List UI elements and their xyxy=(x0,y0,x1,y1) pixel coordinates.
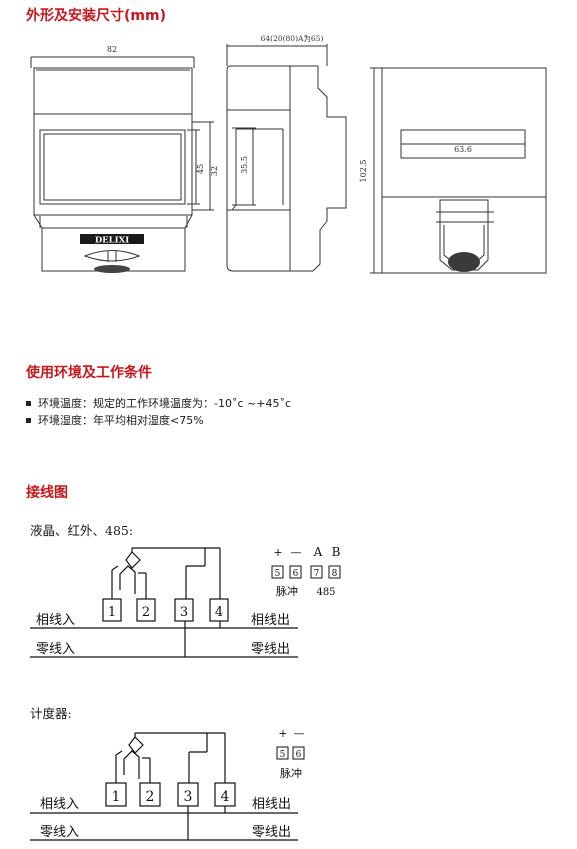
temperature-item: 环境温度：规定的工作环境温度为：-10˚c ~+45˚c xyxy=(26,395,291,412)
front-width-dimension: 82 xyxy=(107,45,117,54)
comm-a-label: A xyxy=(313,545,323,559)
terminal-labels-2: 1 2 3 4 xyxy=(112,789,230,805)
inner-height-dimension: 32 xyxy=(210,166,219,176)
neutral-in-label-1: 零线入 xyxy=(36,642,75,657)
terminal-4: 4 xyxy=(215,605,223,620)
terminal-3: 3 xyxy=(180,605,188,620)
diagram1-title: 液晶、红外、485: xyxy=(30,523,134,538)
comm-485-label: 485 xyxy=(316,587,335,598)
comm-b-label: B xyxy=(332,545,341,559)
wiring-diagram-2 xyxy=(30,732,298,841)
pulse-terminal-6: 6 xyxy=(293,569,299,579)
rear-width-dimension: 63.6 xyxy=(454,145,472,154)
diagram2-title: 计度器: xyxy=(30,706,72,721)
terminal-2: 2 xyxy=(142,605,150,620)
side-width-dimension: 64(20(80)A为65) xyxy=(261,33,324,43)
wiring-diagram-1 xyxy=(30,547,298,658)
pulse-minus-1: — xyxy=(291,546,302,559)
terminal-1: 1 xyxy=(112,789,121,805)
dimensions-heading: 外形及安装尺寸(mm) xyxy=(26,8,166,24)
rail-height-dimension: 35.5 xyxy=(240,156,249,174)
pulse-label-1: 脉冲 xyxy=(276,584,298,598)
side-view-drawing: 64(20(80)A为65) xyxy=(226,33,347,272)
comm-terminal-7: 7 xyxy=(314,569,320,579)
phase-out-label-2: 相线出 xyxy=(252,797,291,812)
wiring-heading: 接线图 xyxy=(26,485,68,501)
pulse-terminal-5: 5 xyxy=(280,750,286,760)
humidity-item: 环境湿度：年平均相对湿度<75% xyxy=(26,412,291,429)
phase-out-label-1: 相线出 xyxy=(251,613,290,628)
terminal-1: 1 xyxy=(108,605,116,620)
terminal-4: 4 xyxy=(221,789,230,805)
terminal-3: 3 xyxy=(184,789,193,805)
pulse-plus-2: + xyxy=(278,727,287,740)
neutral-out-label-2: 零线出 xyxy=(252,825,291,840)
window-height-dimension: 45 xyxy=(196,164,205,174)
neutral-out-label-1: 零线出 xyxy=(251,642,290,657)
pulse-terminal-5: 5 xyxy=(275,569,281,579)
pulse-plus-1: + xyxy=(273,546,282,559)
rear-view-drawing xyxy=(370,67,547,274)
brand-logo: DELIXI xyxy=(95,236,129,246)
front-view-drawing: 82 DELIXI xyxy=(30,45,214,273)
pulse-485-block-1: + — A B 5 6 7 8 脉冲 485 xyxy=(271,545,341,598)
terminal-labels-1: 1 2 3 4 xyxy=(108,605,223,620)
comm-terminal-8: 8 xyxy=(332,569,338,579)
rear-height-dimension: 102.5 xyxy=(359,160,368,183)
terminal-2: 2 xyxy=(146,789,155,805)
pulse-label-2: 脉冲 xyxy=(280,766,302,780)
pulse-minus-2: — xyxy=(294,727,305,740)
environment-heading: 使用环境及工作条件 xyxy=(26,365,152,381)
phase-in-label-2: 相线入 xyxy=(40,797,79,812)
environment-list: 环境温度：规定的工作环境温度为：-10˚c ~+45˚c 环境湿度：年平均相对湿… xyxy=(26,395,291,429)
neutral-in-label-2: 零线入 xyxy=(40,825,79,840)
pulse-block-2: + — 5 6 脉冲 xyxy=(276,727,305,780)
pulse-terminal-6: 6 xyxy=(296,750,302,760)
phase-in-label-1: 相线入 xyxy=(36,613,75,628)
